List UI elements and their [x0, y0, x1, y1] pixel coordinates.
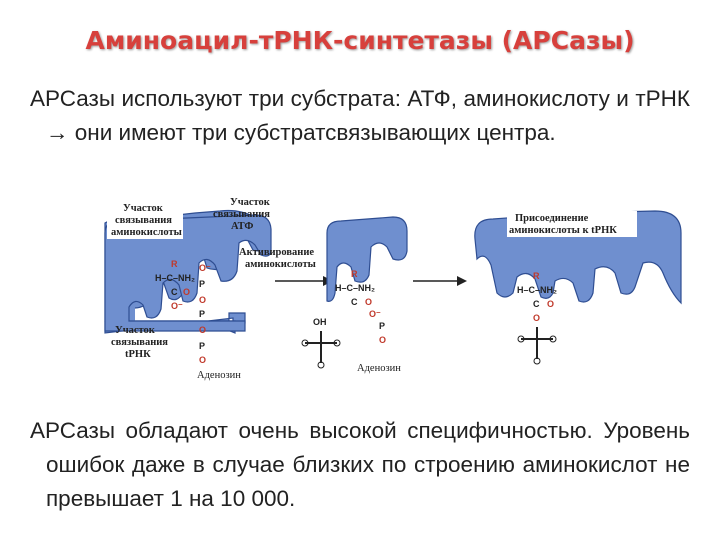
label-activation-2: аминокислоты	[245, 259, 316, 270]
svg-text:P: P	[199, 341, 205, 351]
atp-structure: O⁻ P O P O P O	[199, 263, 211, 365]
paragraph-substrates: АРСазы используют три субстрата: АТФ, ам…	[30, 86, 690, 145]
label-attach-2: аминокислоты к tРНК	[509, 225, 617, 236]
label-atp-site-2: связывания	[213, 209, 270, 220]
svg-text:O: O	[533, 313, 540, 323]
svg-text:P: P	[199, 279, 205, 289]
enzyme-body-1	[104, 214, 272, 332]
label-trna-site-3: tРНК	[125, 349, 151, 360]
arsase-mechanism-diagram: Участок связывания аминокислоты Участок …	[104, 197, 682, 381]
svg-text:O: O	[199, 325, 206, 335]
svg-text:O: O	[199, 355, 206, 365]
label-trna-site-1: Участок	[115, 325, 156, 336]
svg-text:OH: OH	[313, 317, 327, 327]
enzyme-body-2	[326, 216, 408, 302]
svg-text:O⁻: O⁻	[199, 263, 211, 273]
reaction-arrow-2	[413, 276, 467, 286]
label-attach-1: Присоединение	[515, 213, 589, 224]
trna-symbol-1: OH	[301, 317, 341, 369]
amino-acid-structure-2: R H–C–NH₂ C O O⁻ P O	[335, 269, 386, 345]
svg-text:O: O	[379, 335, 386, 345]
label-trna-site-2: связывания	[111, 337, 168, 348]
reaction-arrow-1	[275, 276, 333, 286]
label-aa-site-3: аминокислоты	[111, 227, 182, 238]
svg-text:R: R	[351, 269, 358, 279]
label-atp-site-1: Участок	[230, 197, 271, 208]
page-title: Аминоацил-тРНК-синтетазы (АРСазы)	[85, 26, 635, 55]
svg-text:O: O	[547, 299, 554, 309]
label-atp-site-3: АТФ	[231, 221, 253, 232]
svg-text:H–C–NH₂: H–C–NH₂	[517, 285, 557, 295]
trna-symbol-2	[517, 327, 557, 365]
svg-text:R: R	[171, 259, 178, 269]
label-aa-site-2: связывания	[115, 215, 172, 226]
svg-text:H–C–NH₂: H–C–NH₂	[155, 273, 195, 283]
label-activation-1: Активирование	[239, 247, 314, 258]
paragraph-specificity: АРСазы обладают очень высокой специфично…	[30, 418, 690, 511]
svg-text:O⁻: O⁻	[171, 301, 183, 311]
label-adenosine-2: Аденозин	[357, 363, 401, 374]
svg-text:H–C–NH₂: H–C–NH₂	[335, 283, 375, 293]
svg-text:C: C	[533, 299, 540, 309]
svg-text:C: C	[351, 297, 358, 307]
svg-text:P: P	[379, 321, 385, 331]
amino-acid-structure-3: R H–C–NH₂ C O O	[517, 271, 557, 323]
label-aa-site-1: Участок	[123, 203, 164, 214]
svg-text:R: R	[533, 271, 540, 281]
svg-text:O: O	[199, 295, 206, 305]
amino-acid-structure-1: R H–C–NH₂ C O O⁻	[155, 259, 195, 311]
svg-text:P: P	[199, 309, 205, 319]
label-adenosine-1: Аденозин	[197, 370, 241, 381]
svg-text:O: O	[365, 297, 372, 307]
svg-text:C: C	[171, 287, 178, 297]
svg-text:O⁻: O⁻	[369, 309, 381, 319]
svg-text:O: O	[183, 287, 190, 297]
